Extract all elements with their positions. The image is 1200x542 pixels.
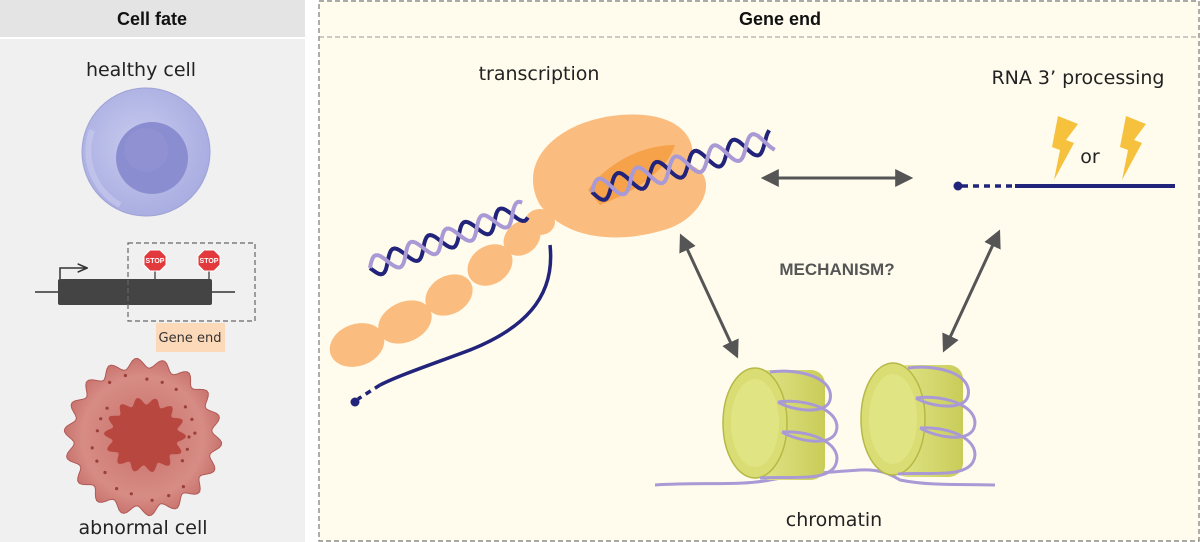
gene-end-title: Gene end	[739, 9, 821, 29]
cell-speckle	[115, 487, 119, 491]
nucleosome-icon	[860, 362, 977, 477]
transcription-label: transcription	[479, 63, 600, 85]
abnormal-cell-label: abnormal cell	[78, 517, 207, 539]
interaction-arrows	[679, 169, 1001, 359]
cell-speckle	[103, 470, 107, 475]
dna-helix-upstream	[368, 199, 530, 277]
cell-speckle	[95, 459, 99, 463]
cell-speckle	[105, 406, 109, 410]
gene-end-panel: Gene end transcription RNA 3’ processing	[318, 0, 1200, 542]
cell-speckle	[160, 380, 164, 384]
lightning-icon	[1052, 116, 1078, 180]
cell-speckle	[167, 494, 171, 498]
gene-end-tag	[156, 323, 225, 352]
tss-arrow-icon	[59, 268, 86, 279]
cell-speckle	[190, 417, 194, 421]
healthy-cell-icon	[81, 87, 211, 217]
cell-speckle	[187, 435, 191, 439]
pol2-ctd-tail	[329, 209, 555, 367]
stop-sign-text: STOP	[146, 258, 165, 265]
cell-speckle	[95, 429, 99, 433]
cell-speckle	[185, 447, 189, 451]
gene-end-tag-label: Gene end	[159, 331, 222, 346]
gene-end-box	[127, 242, 256, 322]
lightning-icon	[1120, 116, 1146, 180]
cell-fate-header-bg	[0, 0, 305, 38]
cell-speckle	[174, 387, 178, 391]
abnormal-cell-icon	[63, 357, 223, 517]
cell-fate-panel: Cell fate healthy cell STOP STOP	[0, 0, 305, 542]
cell-speckle	[193, 431, 197, 435]
cell-speckle	[150, 498, 154, 502]
cell-speckle	[90, 446, 94, 450]
double-arrow-icon	[679, 233, 739, 359]
cell-speckle	[129, 492, 133, 496]
gene-schematic: STOP STOP Gene end	[35, 242, 256, 352]
cell-speckle	[145, 377, 149, 381]
or-label: or	[1080, 146, 1100, 168]
stop-sign-icon: STOP	[197, 249, 221, 279]
cell-fate-title: Cell fate	[117, 9, 187, 29]
dna-helix-downstream	[590, 129, 776, 202]
chromatin-label: chromatin	[786, 509, 882, 531]
cell-speckle	[123, 373, 127, 378]
cell-speckle	[108, 380, 112, 384]
cell-speckle	[180, 459, 184, 463]
healthy-cell-label: healthy cell	[86, 59, 196, 81]
rna-processing-diagram: or	[953, 116, 1175, 191]
stop-sign-icon: STOP	[143, 249, 167, 279]
chromatin-diagram	[654, 362, 996, 487]
gene-body	[58, 279, 212, 305]
double-arrow-icon	[942, 229, 1001, 353]
nucleosome-icon	[722, 367, 839, 480]
rna-processing-label: RNA 3’ processing	[991, 67, 1164, 89]
stop-sign-text: STOP	[200, 258, 219, 265]
cell-speckle	[181, 485, 185, 489]
cell-speckle	[183, 405, 187, 409]
nascent-rna	[350, 244, 553, 407]
cell-speckle	[99, 417, 103, 421]
mechanism-label: MECHANISM?	[779, 260, 894, 279]
